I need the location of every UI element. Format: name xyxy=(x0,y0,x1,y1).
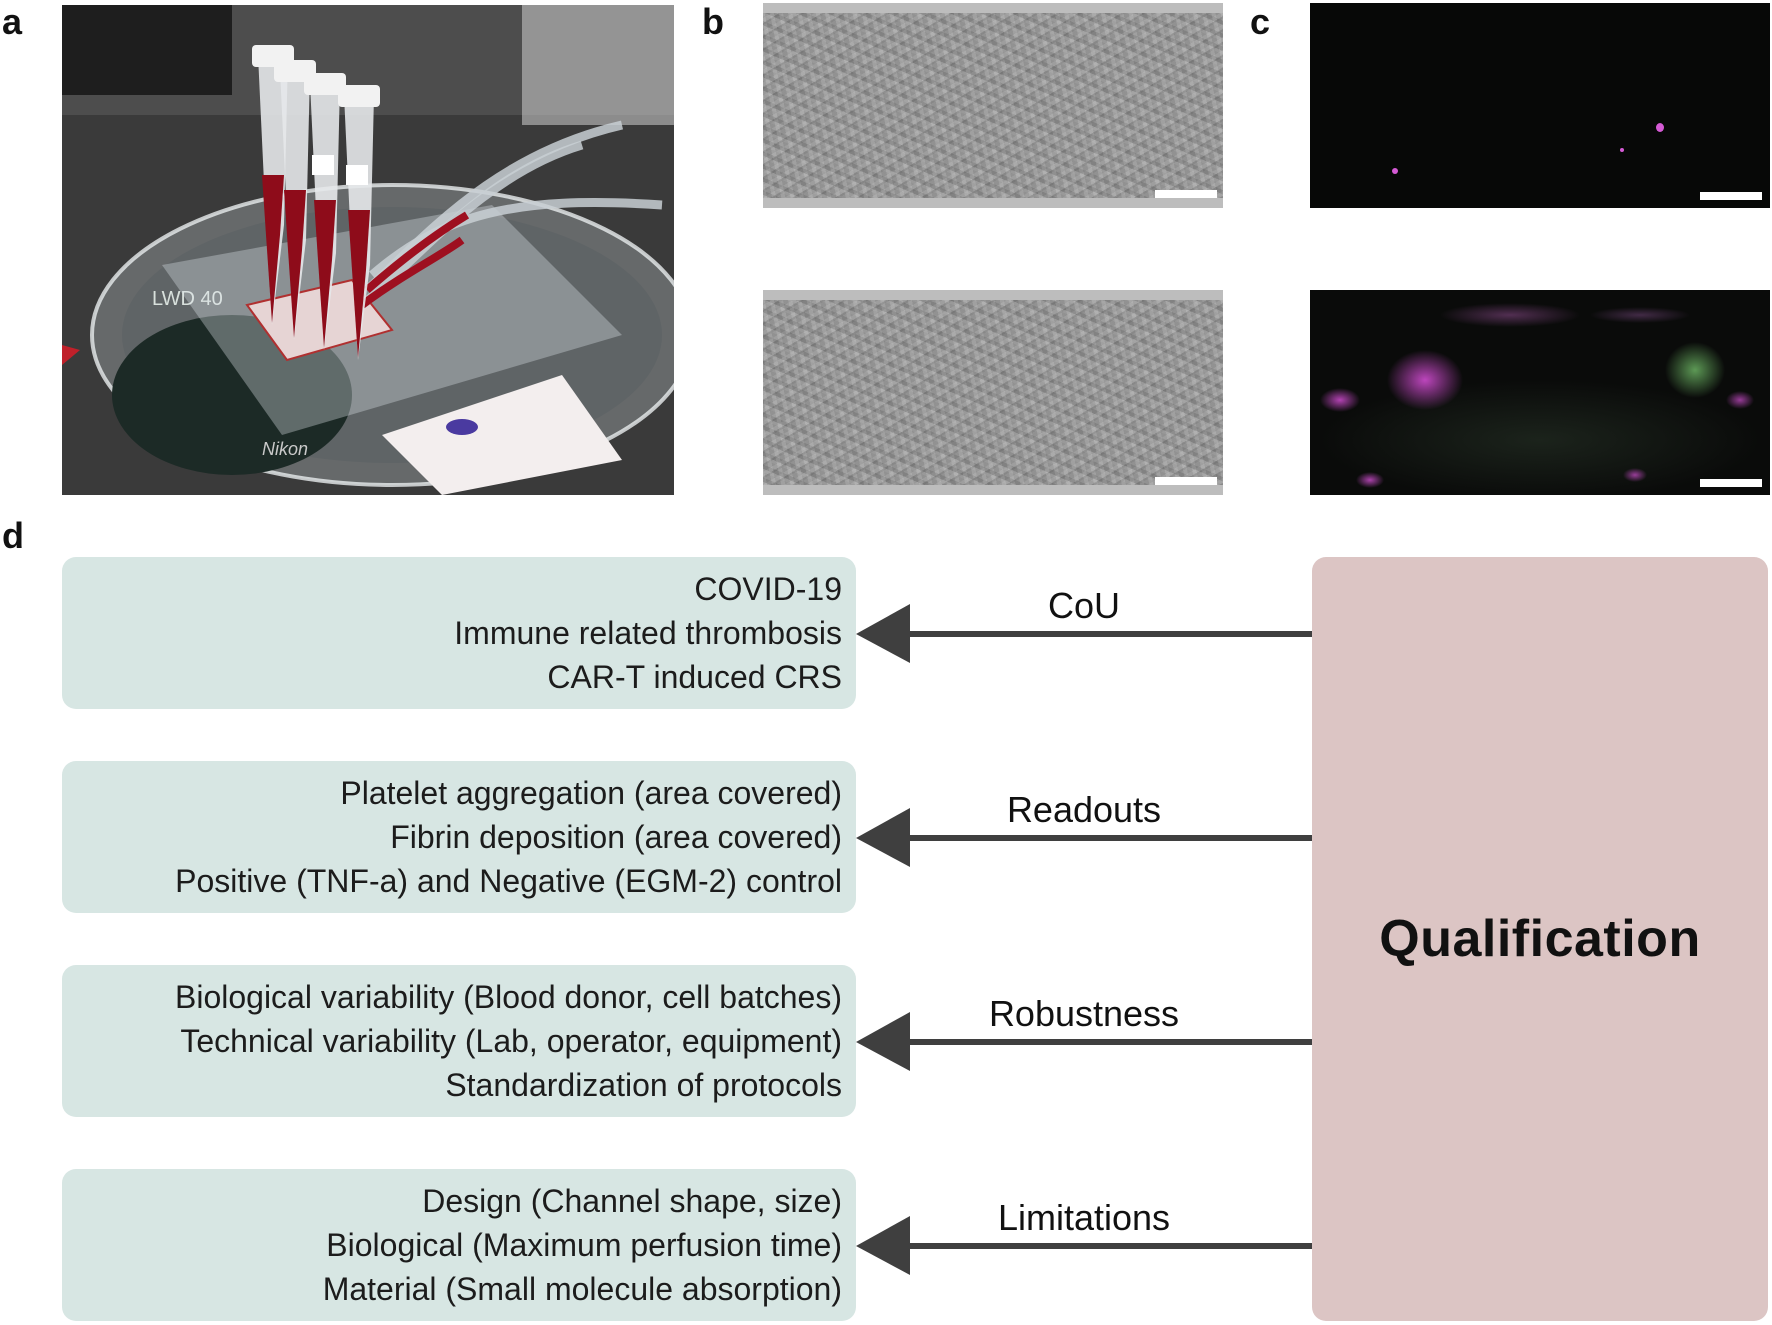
category-line: Biological variability (Blood donor, cel… xyxy=(174,979,842,1015)
white-pad xyxy=(382,375,622,495)
panel-label-b: b xyxy=(702,1,724,42)
category-line: Biological (Maximum perfusion time) xyxy=(326,1227,842,1263)
arrow-label-robustness: Robustness xyxy=(988,993,1180,1034)
scale-bar xyxy=(1700,192,1762,200)
red-accent xyxy=(62,345,80,365)
panel-label-c: c xyxy=(1250,1,1271,42)
arrow-readouts xyxy=(856,808,1312,867)
category-line: Standardization of protocols xyxy=(445,1067,842,1103)
category-box-cou: COVID-19 Immune related thrombosis CAR-T… xyxy=(62,557,856,709)
arrow-label-cou: CoU xyxy=(1047,585,1121,626)
category-line: Immune related thrombosis xyxy=(454,615,842,651)
blood-tube-2 xyxy=(364,211,470,294)
arrow-cou xyxy=(856,604,1312,663)
fluorescence-image-top xyxy=(1310,3,1770,208)
brightfield-image-top xyxy=(763,3,1223,208)
platelet-spot xyxy=(1656,123,1664,132)
category-line: Material (Small molecule absorption) xyxy=(322,1271,842,1307)
objective-text: LWD 40 xyxy=(152,288,223,310)
bright-corner xyxy=(522,5,674,125)
scale-bar xyxy=(1155,190,1217,198)
qualification-box: Qualification xyxy=(1312,557,1768,1321)
category-line: Platelet aggregation (area covered) xyxy=(340,775,842,811)
category-box-robustness: Biological variability (Blood donor, cel… xyxy=(62,965,856,1117)
category-line: COVID-19 xyxy=(694,571,842,607)
petri-rim xyxy=(90,183,674,487)
dark-block xyxy=(62,5,232,95)
category-box-readouts: Platelet aggregation (area covered) Fibr… xyxy=(62,761,856,913)
scale-bar xyxy=(1700,479,1762,487)
arrow-label-readouts: Readouts xyxy=(1006,789,1162,830)
brand-text: Nikon xyxy=(262,439,308,459)
panel-label-d: d xyxy=(2,515,24,556)
platelet-spot xyxy=(1620,148,1624,152)
pipette-tips xyxy=(252,45,380,360)
panel-label-a: a xyxy=(2,1,23,42)
category-line: CAR-T induced CRS xyxy=(547,659,842,695)
brightfield-image-bottom xyxy=(763,290,1223,495)
arrow-robustness xyxy=(856,1012,1312,1071)
chip-setup-photo: LWD 40 Nikon xyxy=(62,5,674,495)
qualification-title: Qualification xyxy=(1379,910,1701,968)
arrow-limitations xyxy=(856,1216,1312,1275)
blood-tube-1 xyxy=(359,236,465,309)
scale-bar xyxy=(1155,477,1217,485)
category-line: Fibrin deposition (area covered) xyxy=(390,819,842,855)
blue-spot xyxy=(446,419,478,435)
platelet-spot xyxy=(1392,168,1398,174)
category-line: Technical variability (Lab, operator, eq… xyxy=(180,1023,842,1059)
category-line: Design (Channel shape, size) xyxy=(422,1183,842,1219)
category-line: Positive (TNF-a) and Negative (EGM-2) co… xyxy=(175,863,842,899)
fluorescence-image-bottom xyxy=(1310,290,1770,495)
arrow-label-limitations: Limitations xyxy=(997,1197,1171,1238)
category-box-limitations: Design (Channel shape, size) Biological … xyxy=(62,1169,856,1321)
tubing-3 xyxy=(369,198,663,279)
chip-setup-illustration: LWD 40 Nikon xyxy=(62,5,674,495)
